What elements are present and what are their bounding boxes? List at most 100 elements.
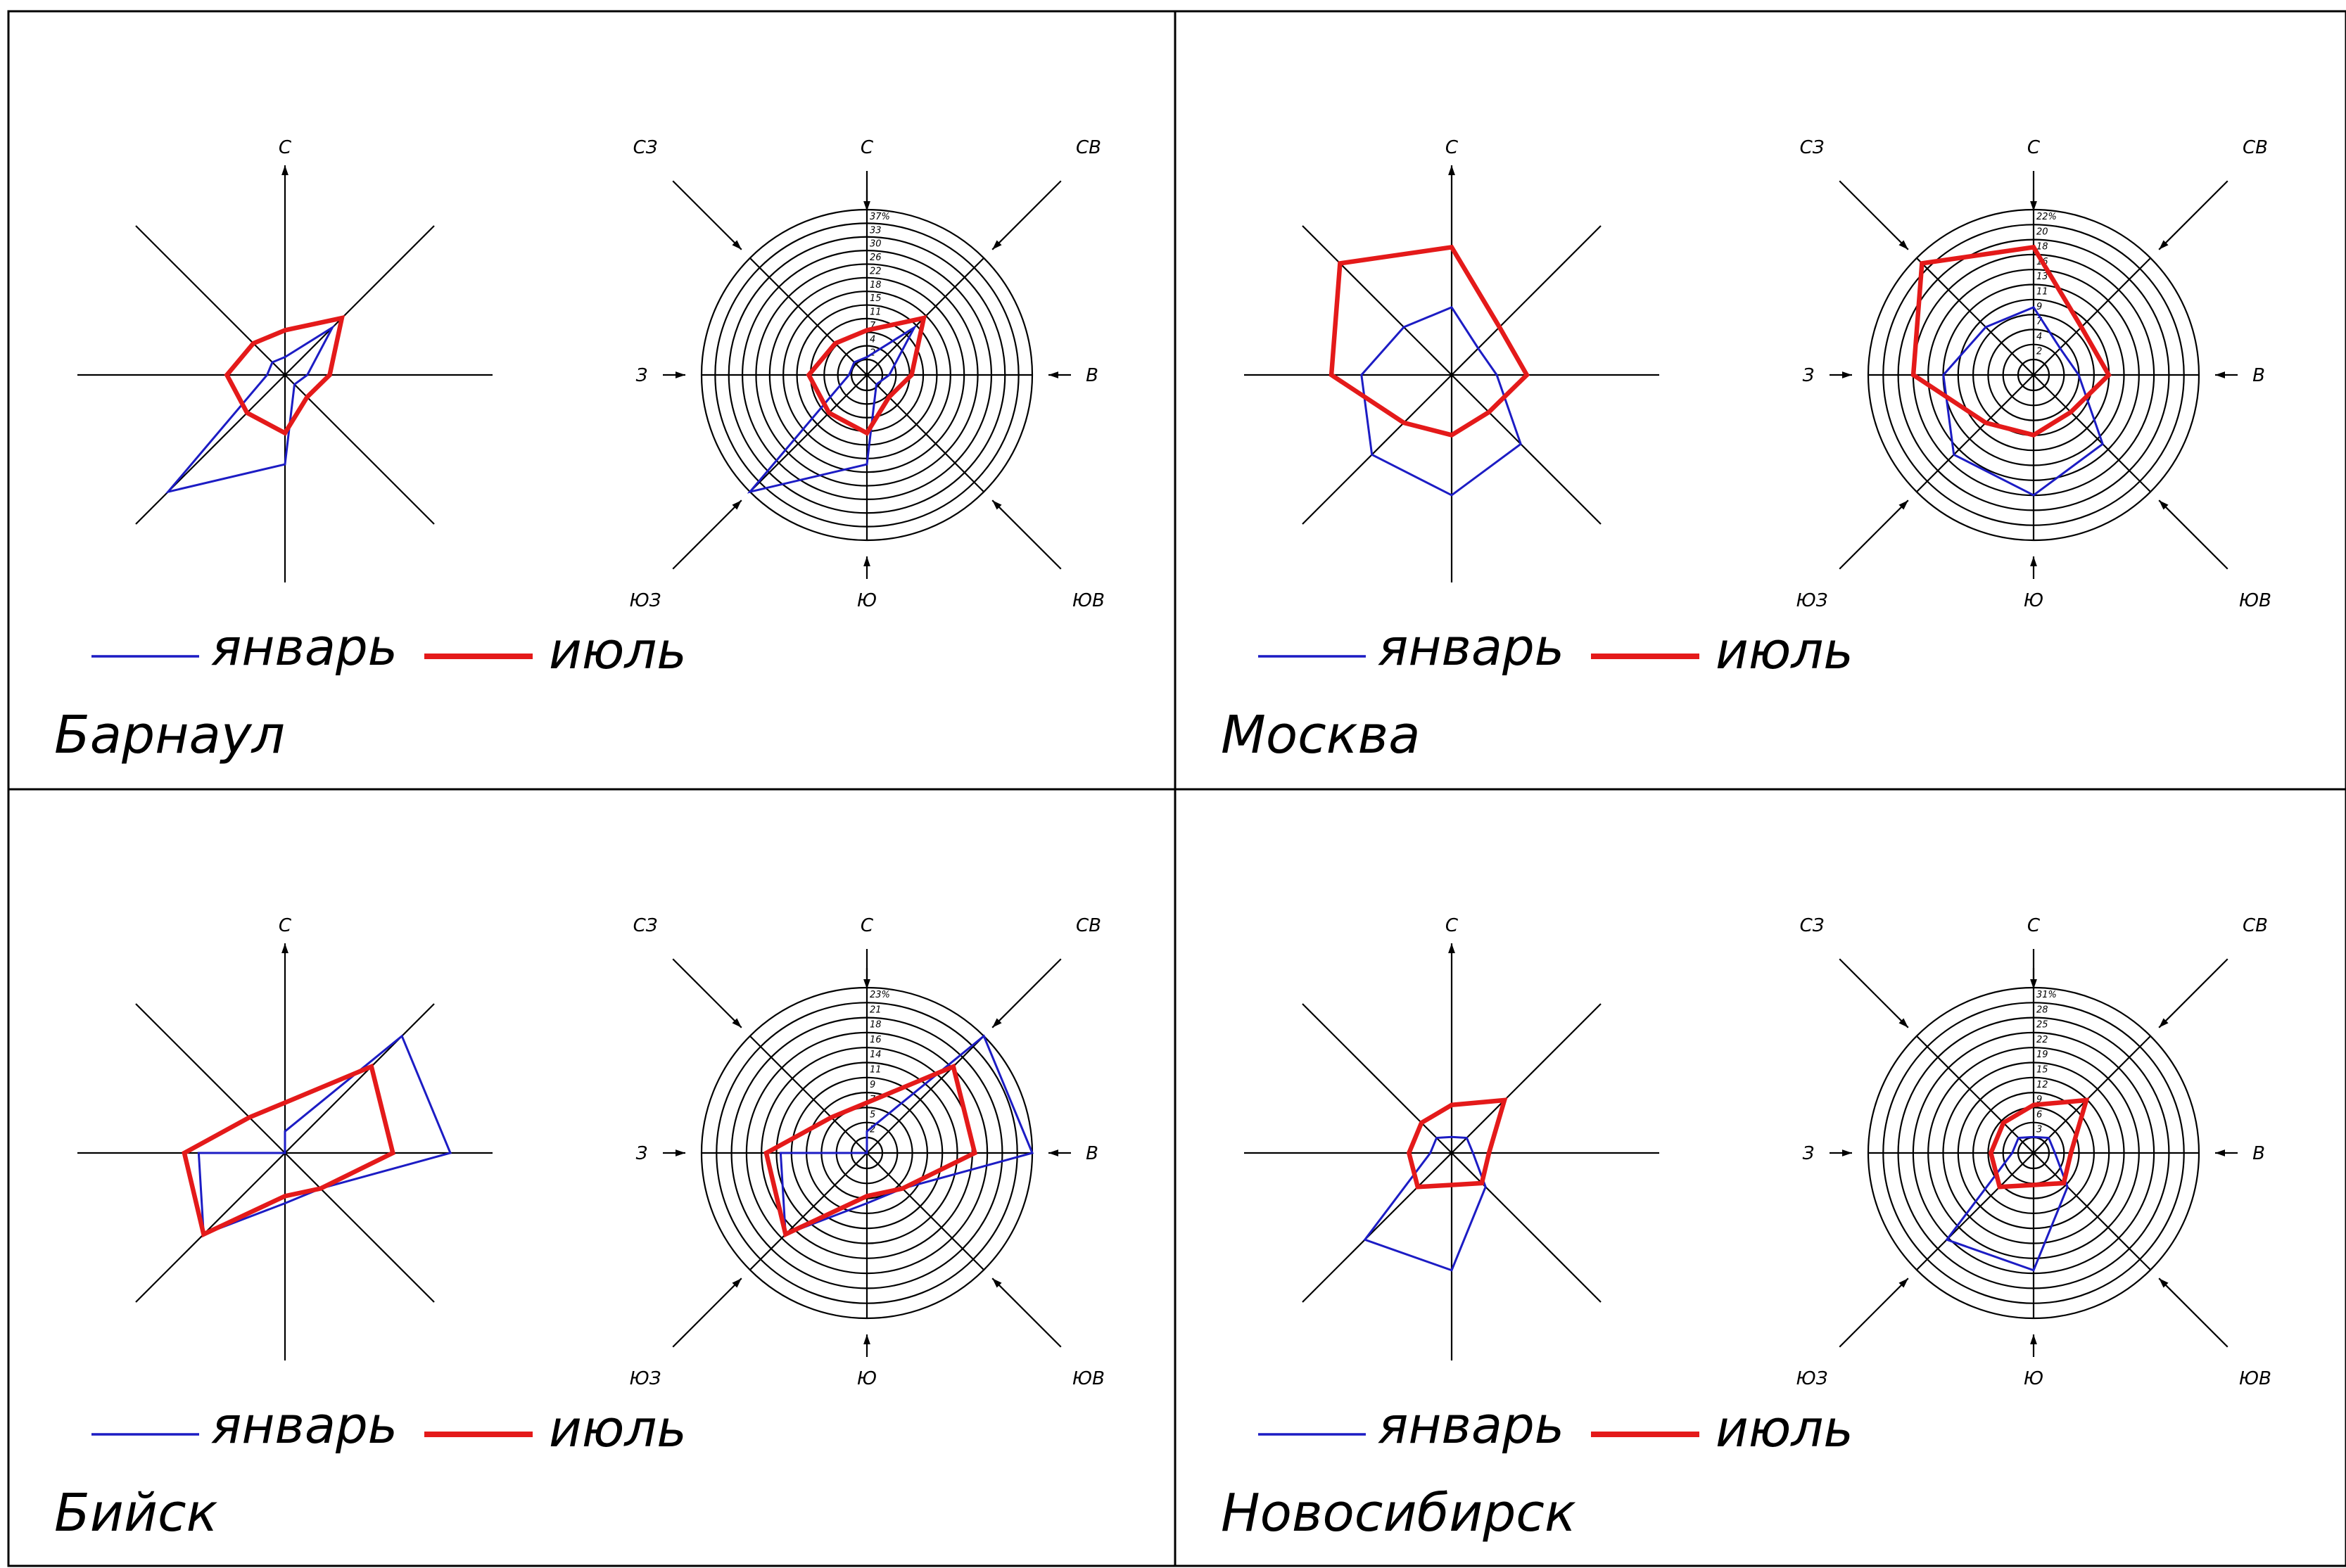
detailed-rose-ring-label: 11 [2036, 287, 2048, 298]
detailed-rose-label-n: С [861, 915, 874, 936]
detailed-rose-label-se: ЮВ [2239, 590, 2271, 611]
detailed-rose-series-july [763, 1063, 978, 1238]
detailed-rose-ring-label: 18 [870, 1020, 882, 1031]
legend-label-july: июль [549, 621, 687, 680]
detailed-rose-ring-label: 9 [2036, 1095, 2042, 1105]
detailed-rose-ring-label: 15 [870, 293, 882, 304]
detailed-rose-arrow-ne [991, 958, 1062, 1028]
detailed-rose-arrow-ne [991, 180, 1062, 250]
detailed-rose-ring-label: 23% [870, 990, 890, 1000]
detailed-rose-ring-label: 33 [870, 225, 882, 236]
city-title: Барнаул [54, 705, 285, 765]
city-title: Новосибирск [1221, 1483, 1576, 1543]
detailed-rose-ring-label: 11 [870, 1065, 882, 1076]
city-title: Бийск [54, 1483, 218, 1543]
detailed-rose-label-sw: ЮЗ [1796, 1368, 1828, 1389]
detailed-rose-label-n: С [2027, 137, 2041, 158]
detailed-rose-series-july [806, 314, 927, 436]
detailed-rose-arrow-sw [1839, 499, 1909, 570]
detailed-rose-arrow-se [991, 499, 1062, 570]
detailed-rose-arrow-sw [1839, 1277, 1909, 1348]
simple-rose: С [1244, 137, 1659, 582]
detailed-rose-ring-label: 5 [870, 1109, 875, 1120]
legend-label-january: январь [1378, 618, 1564, 677]
detailed-rose-label-s: Ю [857, 590, 877, 611]
detailed-rose-arrow-nw [672, 180, 742, 250]
detailed-rose-label-ne: СВ [2243, 137, 2268, 158]
detailed-rose-ring-label: 13 [2036, 272, 2048, 282]
detailed-rose-ring-label: 11 [870, 307, 882, 318]
simple-rose-series-july [224, 314, 345, 436]
detailed-rose-label-se: ЮВ [2239, 1368, 2271, 1389]
detailed-rose-ring-label: 3 [2036, 1125, 2042, 1135]
detailed-rose-diagonal-sw-ne [1916, 257, 2151, 492]
detailed-rose-label-n: С [861, 137, 874, 158]
detailed-rose-ring-label: 18 [2036, 242, 2048, 253]
simple-rose-series-july [1406, 1097, 1508, 1190]
detailed-rose-arrow-se [2158, 1277, 2228, 1348]
detailed-rose-arrow-se [991, 1277, 1062, 1348]
simple-rose: С [1244, 915, 1659, 1360]
detailed-rose-ring-label: 25 [2036, 1020, 2048, 1031]
detailed-rose-arrow-ne [2158, 958, 2228, 1028]
detailed-rose-label-nw: СЗ [633, 915, 658, 936]
detailed-rose-ring-label: 2 [2036, 347, 2042, 357]
detailed-rose-arrow-sw [672, 499, 742, 570]
detailed-rose-label-w: З [636, 1143, 648, 1164]
detailed-rose-ring-label: 21 [870, 1005, 882, 1015]
detailed-rose-arrow-nw [1839, 958, 1909, 1028]
detailed-rose-ring-label: 22 [2036, 1035, 2048, 1045]
detailed-rose-arrow-se [2158, 499, 2228, 570]
detailed-rose-series-january [1942, 305, 2104, 497]
simple-rose-label-north: С [279, 915, 292, 936]
detailed-rose-ring-label: 18 [870, 280, 882, 291]
detailed-rose-ring-label: 9 [2036, 302, 2042, 312]
detailed-rose-ring-label: 14 [870, 1050, 882, 1060]
detailed-rose-ring-label: 2 [870, 1125, 875, 1135]
detailed-rose-ring-label: 15 [2036, 1065, 2048, 1076]
simple-rose-series-january [197, 1034, 452, 1236]
detailed-rose-label-e: В [2252, 365, 2265, 386]
simple-rose: С [77, 137, 493, 582]
detailed-rose-arrow-ne [2158, 180, 2228, 250]
detailed-rose-ring-label: 31% [2036, 990, 2057, 1000]
detailed-rose-label-n: С [2027, 915, 2041, 936]
detailed-rose-label-s: Ю [2024, 590, 2043, 611]
detailed-rose-ring-label: 37% [870, 212, 890, 222]
detailed-rose-ring-label: 19 [2036, 1050, 2048, 1060]
detailed-rose-series-january [779, 1034, 1034, 1236]
legend-label-july: июль [1716, 1399, 1853, 1458]
detailed-rose-label-w: З [1803, 1143, 1815, 1164]
legend-label-january: январь [1378, 1396, 1564, 1455]
detailed-rose-diagonal-sw-ne [749, 257, 984, 492]
detailed-rose-label-e: В [1086, 365, 1098, 386]
detailed-rose-series-july [1988, 1097, 2090, 1190]
legend-label-january: январь [211, 1396, 398, 1455]
simple-rose: С [77, 915, 493, 1360]
simple-rose-diagonal-sw-ne [135, 225, 435, 525]
detailed-rose-ring-label: 28 [2036, 1005, 2048, 1015]
city-title: Москва [1221, 705, 1420, 765]
simple-rose-diagonal-sw-ne [1302, 1003, 1602, 1303]
detailed-rose-label-nw: СЗ [1800, 915, 1825, 936]
simple-rose-label-north: С [279, 137, 292, 158]
detailed-rose-ring-label: 16 [870, 1035, 882, 1045]
detailed-rose-series-january [1945, 1135, 2069, 1272]
simple-rose-series-january [1363, 1135, 1487, 1272]
simple-rose-series-july [182, 1063, 396, 1238]
detailed-rose-ring-label: 7 [870, 321, 876, 331]
detailed-rose-ring-label: 4 [2036, 331, 2042, 342]
detailed-rose-label-nw: СЗ [633, 137, 658, 158]
detailed-rose-ring-label: 4 [870, 334, 875, 345]
